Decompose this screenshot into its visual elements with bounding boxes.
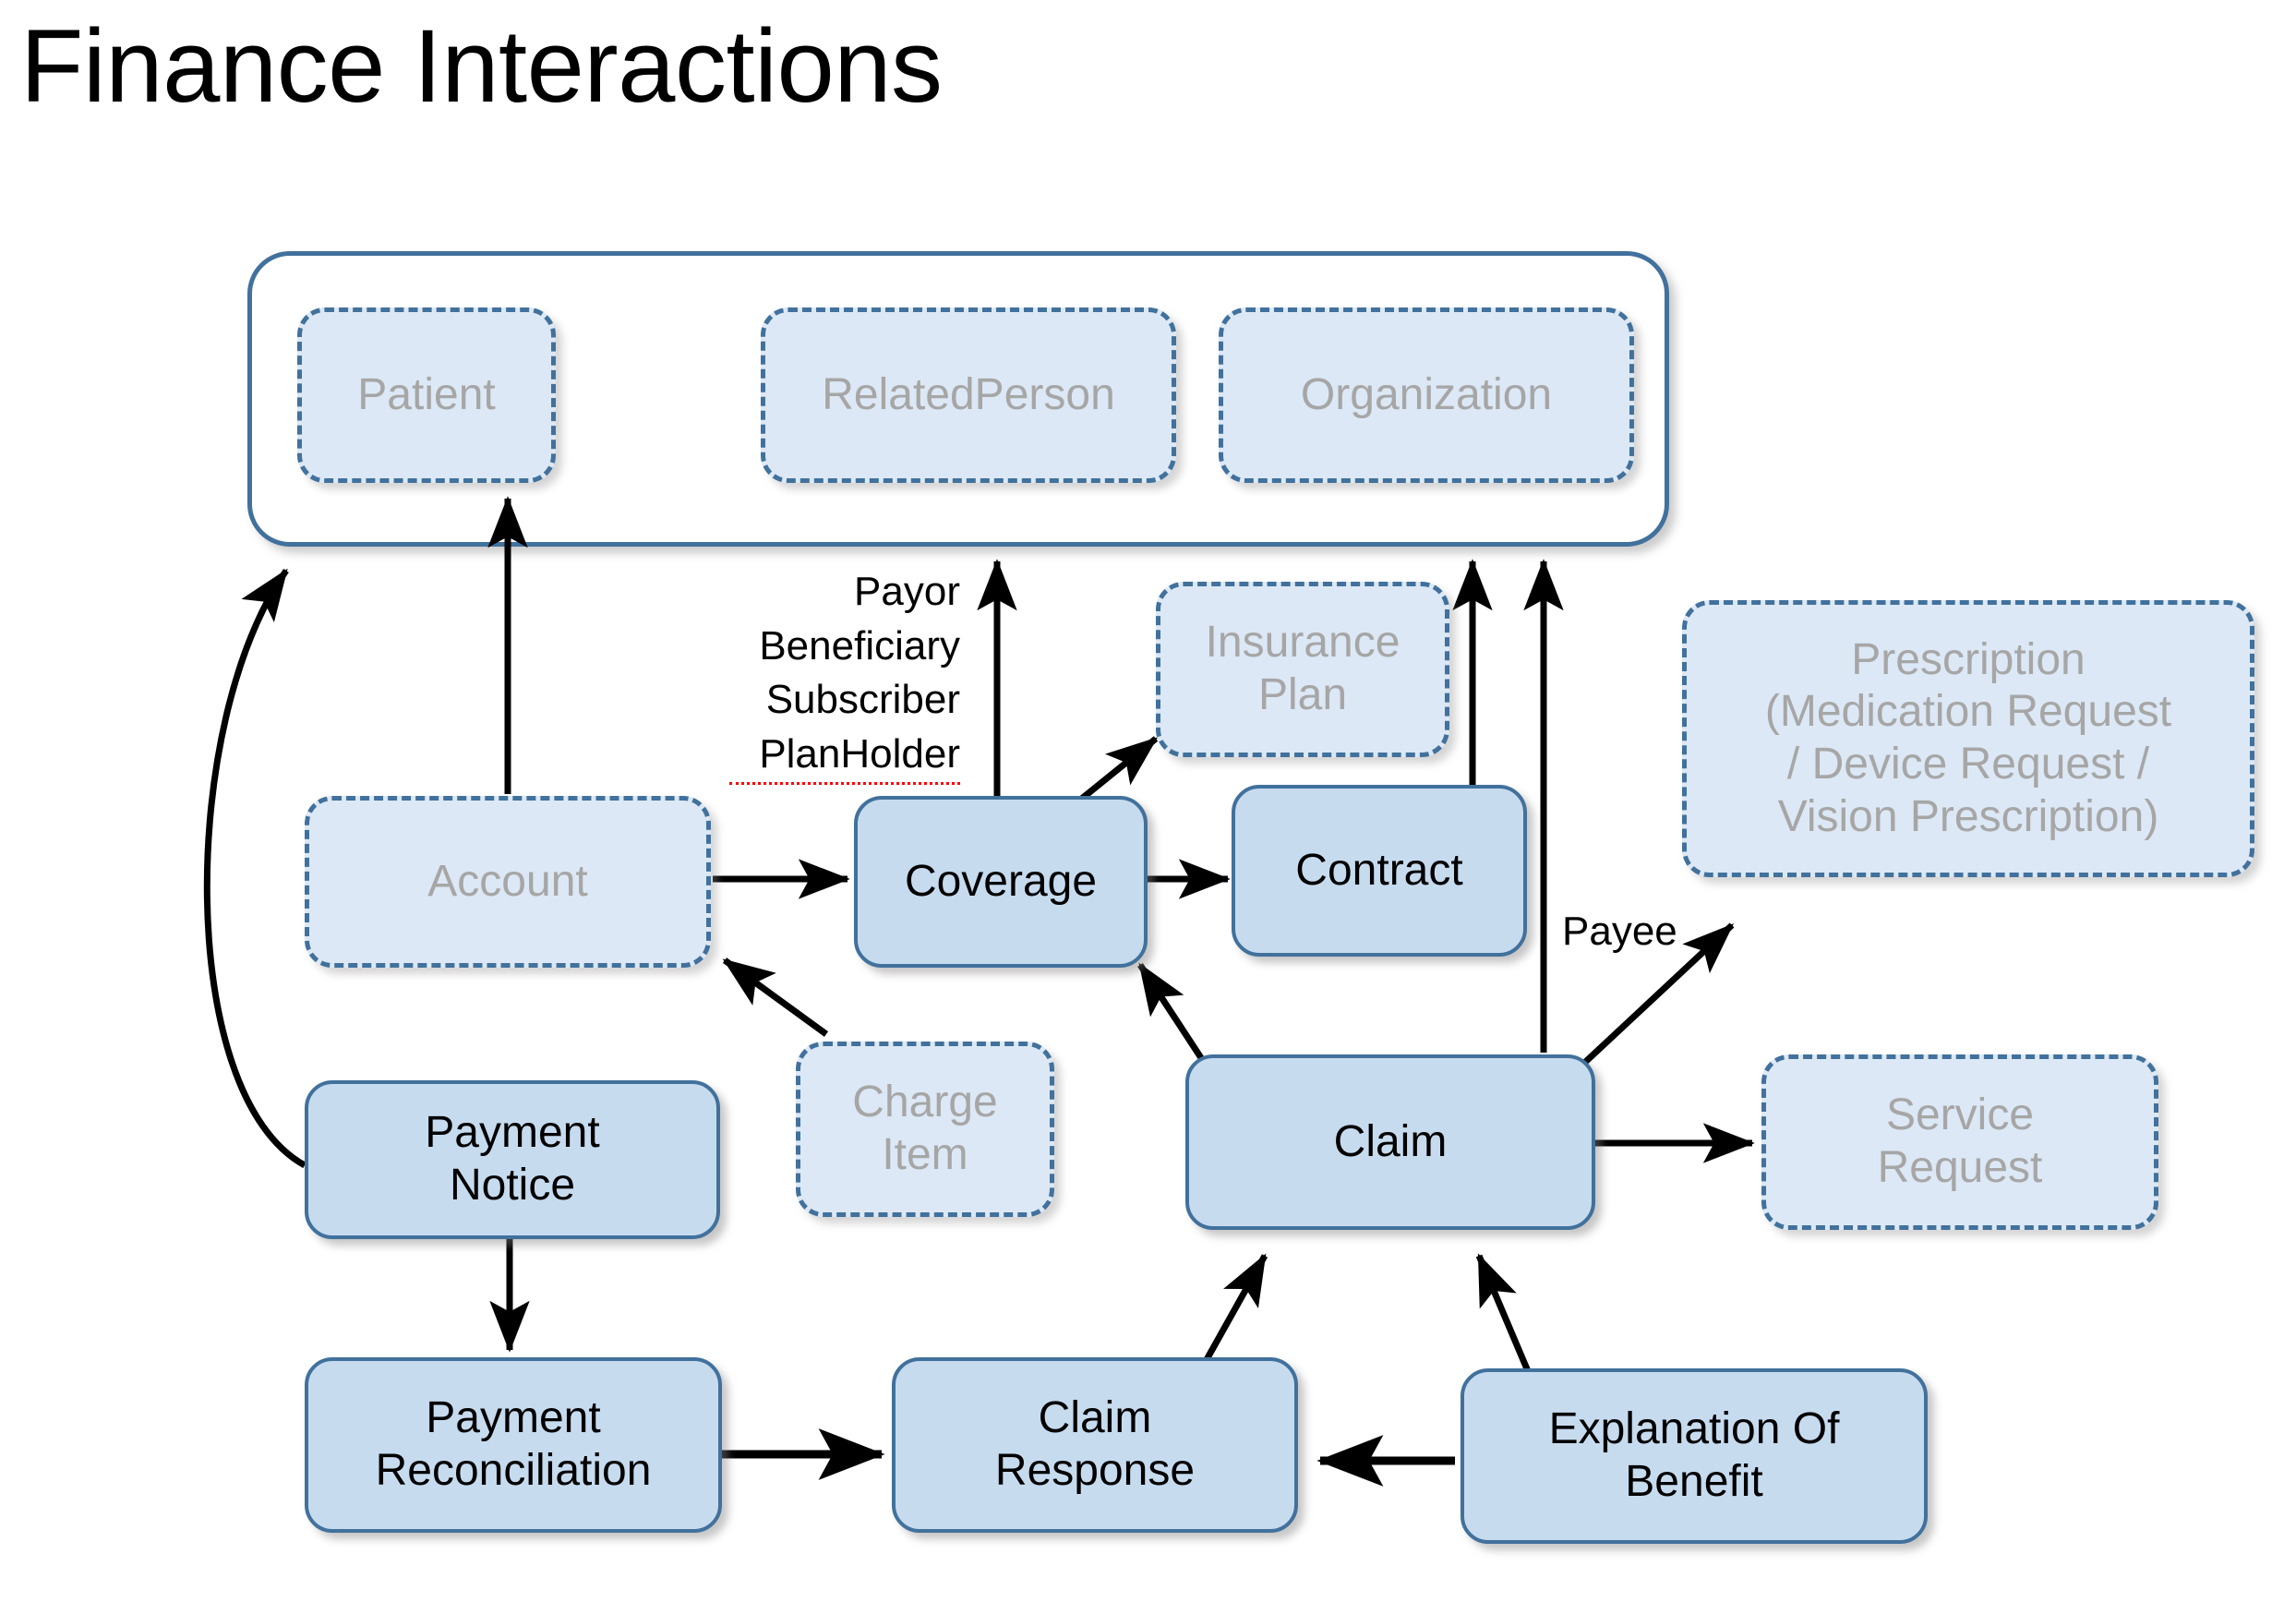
edge-explanation-of-benefit-to-claim <box>1475 1253 1532 1373</box>
node-coverage[interactable]: Coverage <box>854 796 1148 968</box>
node-explanation-of-benefit-label-line2: Benefit <box>1625 1457 1763 1506</box>
edge-payment-notice-to-actor-group <box>203 568 307 1169</box>
node-payment-notice[interactable]: Payment Notice <box>305 1080 720 1239</box>
node-payment-reconciliation-label-line2: Reconciliation <box>375 1446 652 1495</box>
node-charge-item[interactable]: Charge Item <box>796 1042 1054 1217</box>
node-related-person[interactable]: RelatedPerson <box>761 307 1176 483</box>
node-insurance-plan-label-line2: Plan <box>1257 670 1348 719</box>
page-title: Finance Interactions <box>20 8 943 124</box>
node-payment-reconciliation-label-line1: Payment <box>426 1393 601 1443</box>
node-prescription-label-line4: Vision Prescription) <box>1777 791 2159 841</box>
node-explanation-of-benefit[interactable]: Explanation Of Benefit <box>1461 1368 1928 1544</box>
node-charge-item-label-line1: Charge <box>852 1078 998 1127</box>
edge-label-beneficiary: Beneficiary <box>759 622 960 669</box>
node-prescription-label-line3: / Device Request / <box>1786 740 2150 789</box>
edge-label-subscriber: Subscriber <box>765 677 960 723</box>
node-payment-reconciliation[interactable]: Payment Reconciliation <box>305 1357 722 1533</box>
node-claim-response-label-line1: Claim <box>1038 1393 1152 1443</box>
node-payment-notice-label-line1: Payment <box>425 1108 600 1158</box>
node-contract[interactable]: Contract <box>1232 785 1527 957</box>
node-organization[interactable]: Organization <box>1219 307 1634 483</box>
node-service-request-label-line1: Service <box>1885 1090 2035 1140</box>
node-coverage-label: Coverage <box>904 856 1098 906</box>
node-explanation-of-benefit-label-line1: Explanation Of <box>1548 1404 1840 1454</box>
node-claim[interactable]: Claim <box>1185 1054 1595 1230</box>
node-contract-label: Contract <box>1295 845 1463 895</box>
node-claim-label: Claim <box>1333 1116 1448 1166</box>
edge-charge-item-to-account <box>722 958 829 1037</box>
node-prescription[interactable]: Prescription (Medication Request / Devic… <box>1682 600 2254 877</box>
node-insurance-plan-label-line1: Insurance <box>1205 618 1400 668</box>
node-charge-item-label-line2: Item <box>882 1130 968 1179</box>
node-organization-label: Organization <box>1300 369 1553 419</box>
node-insurance-plan[interactable]: Insurance Plan <box>1156 582 1449 757</box>
edge-label-coverage-roles: Payor Beneficiary Subscriber PlanHolder <box>729 565 960 786</box>
edge-claim-response-to-claim <box>1196 1253 1268 1373</box>
node-patient-label: Patient <box>357 369 496 419</box>
node-claim-response-label-line2: Response <box>994 1446 1196 1495</box>
node-prescription-label-line2: (Medication Request <box>1764 687 2172 737</box>
node-related-person-label: RelatedPerson <box>822 369 1115 419</box>
node-claim-response[interactable]: Claim Response <box>892 1357 1298 1533</box>
node-account[interactable]: Account <box>305 796 711 968</box>
node-account-label: Account <box>427 856 588 906</box>
node-prescription-label-line1: Prescription <box>1851 634 2086 684</box>
node-payment-notice-label-line2: Notice <box>449 1161 576 1210</box>
node-service-request[interactable]: Service Request <box>1761 1054 2158 1230</box>
node-service-request-label-line2: Request <box>1877 1143 2043 1192</box>
edge-label-payor: Payor <box>854 569 960 614</box>
edge-label-planholder: PlanHolder <box>729 728 960 786</box>
edge-label-payee: Payee <box>1562 909 1677 954</box>
node-patient[interactable]: Patient <box>297 307 556 483</box>
